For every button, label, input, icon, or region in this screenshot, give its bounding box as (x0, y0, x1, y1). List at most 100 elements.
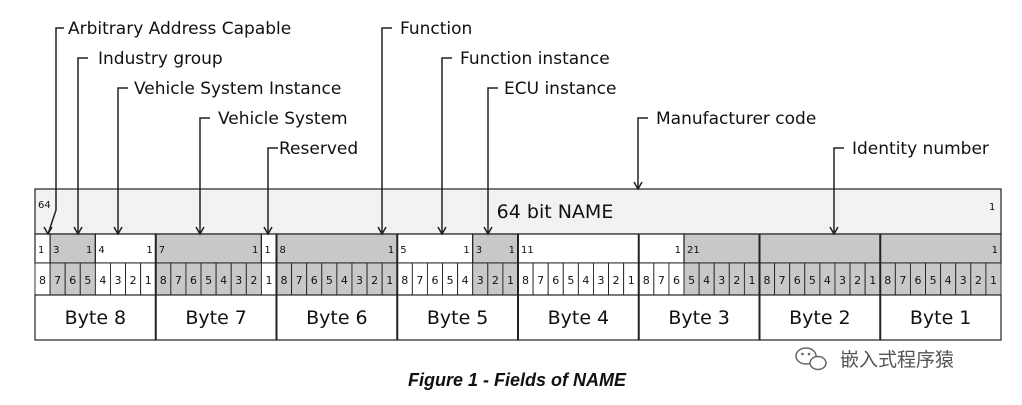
label-identity: Identity number (852, 139, 989, 159)
bit-number: 8 (522, 274, 529, 287)
byte-cell (879, 294, 1002, 341)
bit-number: 2 (854, 274, 861, 287)
arrow-head-function (377, 226, 387, 236)
bit-number: 8 (643, 274, 650, 287)
label-industry: Industry group (98, 49, 223, 69)
arrow-head-vs (195, 226, 205, 236)
bit-number: 8 (39, 274, 46, 287)
byte-label: Byte 3 (668, 307, 730, 329)
arrow-head-industry (73, 226, 83, 236)
byte-cell (517, 294, 640, 341)
arrow-head-manufacturer (633, 181, 643, 191)
bit-number: 2 (130, 274, 137, 287)
bit-number: 4 (824, 274, 831, 287)
name-row-right-number: 1 (989, 202, 995, 213)
bit-number: 7 (175, 274, 182, 287)
bit-number: 6 (190, 274, 197, 287)
bit-number: 7 (54, 274, 61, 287)
bit-number: 2 (733, 274, 740, 287)
byte-cell (758, 294, 881, 341)
bit-number: 3 (115, 274, 122, 287)
byte-label: Byte 7 (185, 307, 247, 329)
leader-reserved (267, 147, 278, 234)
bit-number: 6 (552, 274, 559, 287)
bit-number: 4 (582, 274, 589, 287)
field-hi-ecu_instance: 3 (476, 245, 482, 256)
bit-number: 4 (99, 274, 106, 287)
leader-ecu_instance (487, 87, 498, 234)
bit-number: 7 (899, 274, 906, 287)
field-lo-vsi: 1 (146, 245, 152, 256)
field-cell-function (275, 233, 398, 264)
bit-number: 3 (235, 274, 242, 287)
arrow-head-arbitrary (43, 226, 53, 236)
arrow-head-function_instance (437, 226, 447, 236)
bit-number: 1 (990, 274, 997, 287)
wechat-icon (795, 347, 827, 371)
byte-cell (34, 294, 157, 341)
field-cell-manufacturer (517, 233, 685, 264)
bit-number: 7 (779, 274, 786, 287)
label-function-instance: Function instance (460, 49, 610, 69)
byte-label: Byte 4 (548, 307, 610, 329)
field-cell-vs (155, 233, 263, 264)
label-vsi: Vehicle System Instance (134, 79, 341, 99)
leader-function (381, 27, 392, 234)
leader-vsi (117, 87, 128, 234)
bit-number: 5 (688, 274, 695, 287)
bit-number: 1 (265, 274, 272, 287)
leader-function_instance (441, 57, 452, 234)
field-hi-vsi: 4 (98, 245, 104, 256)
bit-number: 1 (869, 274, 876, 287)
arrow-head-ecu_instance (483, 226, 493, 236)
bit-number: 4 (220, 274, 227, 287)
bit-number: 1 (748, 274, 755, 287)
bit-number: 7 (658, 274, 665, 287)
bit-number: 4 (462, 274, 469, 287)
label-manufacturer: Manufacturer code (656, 109, 816, 129)
byte-label: Byte 5 (427, 307, 489, 329)
byte-label: Byte 2 (789, 307, 851, 329)
bit-number: 8 (281, 274, 288, 287)
field-cell-vsi (94, 233, 157, 264)
bit-number: 5 (326, 274, 333, 287)
leaders-layer (43, 27, 844, 236)
field-hi-industry: 3 (53, 245, 59, 256)
bit-number: 8 (160, 274, 167, 287)
byte-label: Byte 1 (910, 307, 972, 329)
leader-industry (77, 57, 88, 234)
bit-number: 5 (930, 274, 937, 287)
name-row-left-number: 64 (38, 200, 51, 211)
field-lo-vs: 1 (252, 245, 258, 256)
field-cell-ecu_instance (472, 233, 519, 264)
bit-number: 1 (507, 274, 514, 287)
field-hi-reserved: 1 (264, 245, 270, 256)
bit-number: 8 (401, 274, 408, 287)
bit-number: 2 (250, 274, 257, 287)
bit-number: 1 (145, 274, 152, 287)
bit-number: 2 (371, 274, 378, 287)
byte-label: Byte 6 (306, 307, 368, 329)
field-cell-identity (683, 233, 1002, 264)
arrow-head-identity (829, 226, 839, 236)
bit-number: 4 (945, 274, 952, 287)
field-lo-ecu_instance: 1 (509, 245, 515, 256)
bit-number: 7 (416, 274, 423, 287)
field-hi-arbitrary: 1 (38, 245, 44, 256)
bit-number: 3 (960, 274, 967, 287)
label-vs: Vehicle System (218, 109, 348, 129)
field-hi-vs: 7 (159, 245, 165, 256)
bit-number: 5 (567, 274, 574, 287)
bit-number: 6 (431, 274, 438, 287)
arrow-head-vsi (113, 226, 123, 236)
arrow-head-reserved (263, 226, 273, 236)
bit-number: 6 (69, 274, 76, 287)
bit-number: 5 (205, 274, 212, 287)
leader-arbitrary (47, 27, 64, 235)
bit-number: 6 (794, 274, 801, 287)
field-hi-manufacturer: 11 (521, 245, 534, 256)
bit-number: 8 (764, 274, 771, 287)
bit-number: 4 (341, 274, 348, 287)
